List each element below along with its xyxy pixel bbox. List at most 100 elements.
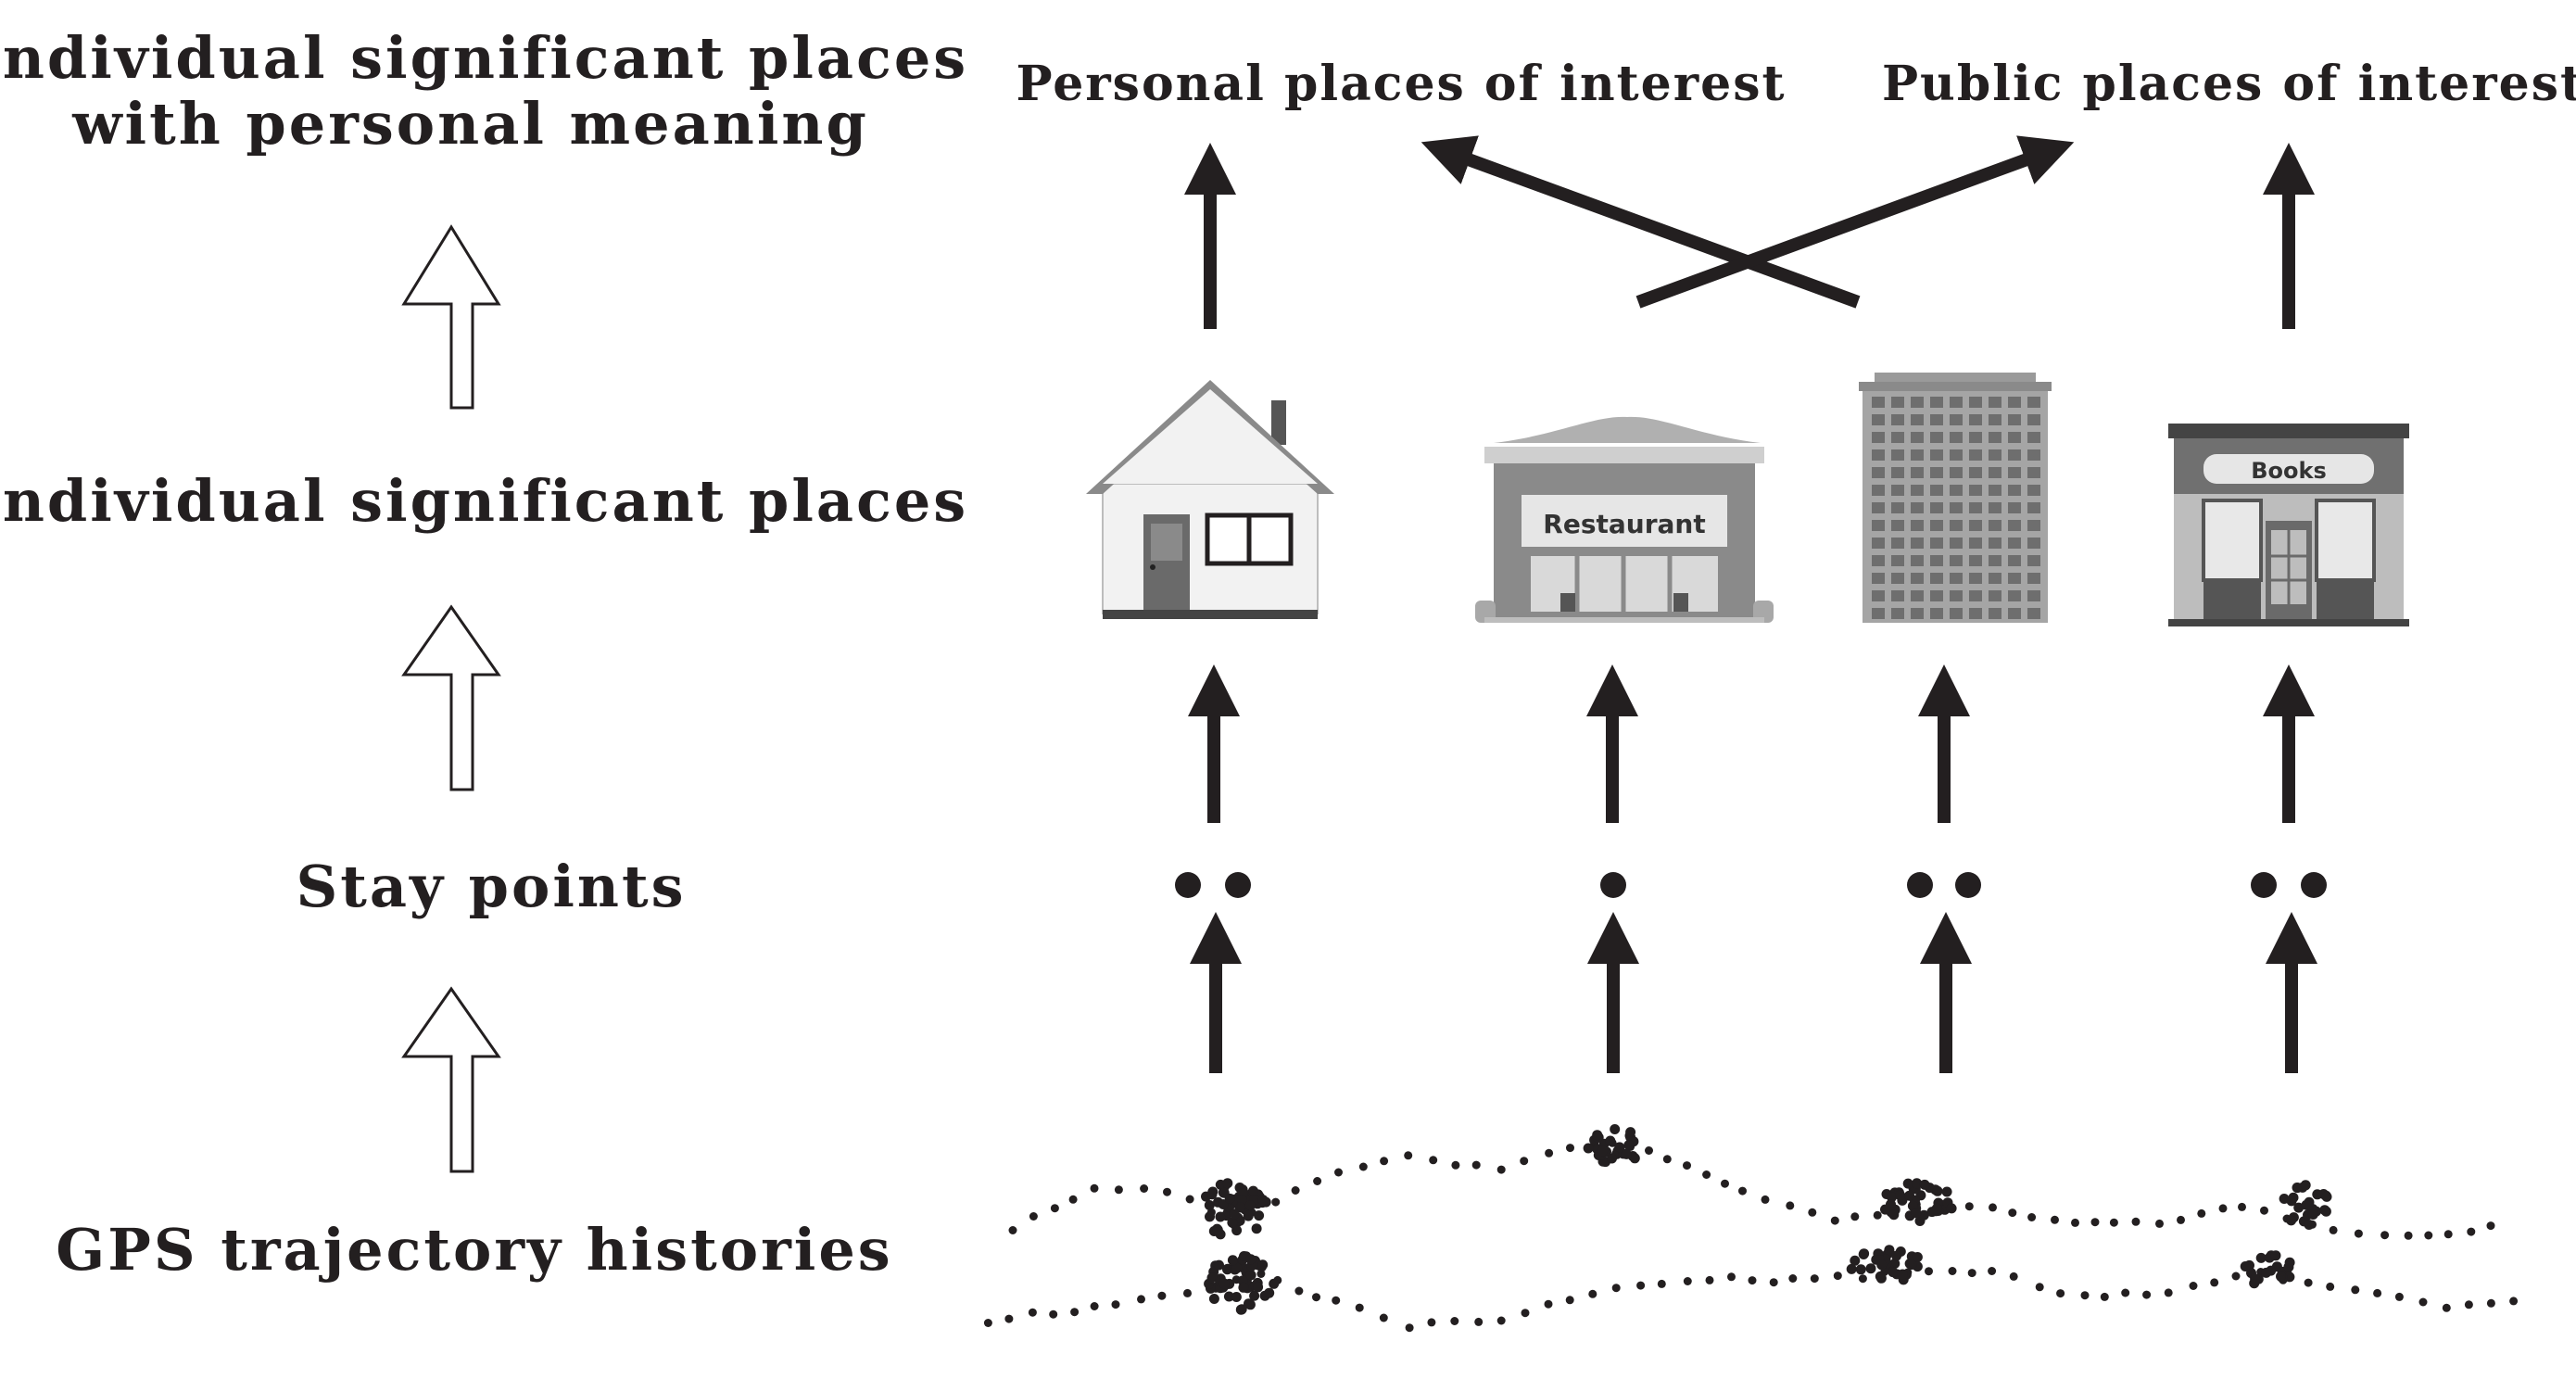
office-window [2027,538,2040,549]
gps-dot [1254,1210,1265,1221]
office-window [1989,414,2001,425]
office-window [1911,432,1924,443]
office-window [1911,555,1924,566]
gps-dot [1243,1210,1254,1221]
gps-dot [2486,1298,2495,1308]
gps-dot [1918,1209,1929,1221]
gps-dot [1946,1203,1957,1214]
gps-dot [1880,1204,1890,1215]
gps-dot [1592,1130,1603,1141]
office-window [1989,432,2001,443]
gps-dot [1636,1281,1646,1290]
gps-dot [1427,1318,1436,1327]
stay-point [2301,872,2327,898]
gps-dot [2300,1180,2311,1191]
stay-point [1955,872,1981,898]
gps-dot [1163,1187,1171,1196]
gps-dot [2238,1202,2246,1211]
office-window [1891,432,1904,443]
stay-point [2251,872,2277,898]
office-window [1872,608,1885,619]
gps-dot [2218,1204,2228,1213]
gps-to-stay-arrows [1190,912,2317,1073]
stay-point [1907,872,1933,898]
gps-dot [1291,1186,1300,1195]
gps-dot [1249,1290,1260,1301]
office-window [1969,608,1982,619]
office-window [2027,397,2040,408]
gps-dot [2442,1303,2451,1312]
gps-dot [1312,1293,1320,1302]
gps-dot [1222,1264,1232,1275]
office-window [2008,502,2021,513]
office-window [1891,502,1904,513]
gps-dot [1948,1267,1957,1275]
gps-dot [1332,1296,1341,1305]
gps-dot [1808,1208,1817,1217]
gps-dot [1008,1226,1017,1234]
gps-dot [2286,1215,2297,1226]
arrow-office-to-personal [1421,135,1861,309]
gps-dot [1623,1140,1635,1151]
gps-dot [2177,1215,2185,1224]
gps-dot [1004,1314,1014,1323]
office-window [2027,520,2040,531]
gps-dot [1245,1254,1256,1265]
office-window [1891,397,1904,408]
gps-dot [1891,1250,1902,1261]
gps-dot [1875,1271,1886,1282]
gps-dot [2307,1209,2318,1220]
gps-dot [1231,1262,1243,1273]
gps-dot [1223,1291,1234,1302]
gps-dot [1761,1195,1770,1204]
gps-dot [1850,1255,1861,1266]
gps-dot [1227,1255,1238,1266]
gps-dot [2080,1291,2090,1300]
gps-dot [1068,1195,1078,1204]
gps-dot [1906,1259,1917,1271]
office-window [2027,467,2040,478]
office-window [1950,590,1963,601]
gps-dot [1405,1323,1414,1333]
gps-dot [2326,1282,2335,1291]
gps-dot [1205,1211,1215,1222]
gps-dot [1451,1160,1460,1170]
gps-dot [1520,1157,1529,1166]
gps-dot [1269,1278,1280,1289]
office-window [1950,467,1963,478]
gps-dot [1989,1203,1997,1212]
gps-dot [1967,1269,1976,1278]
gps-dot [1721,1179,1729,1188]
gps-dot [2321,1191,2332,1202]
gps-dot [2354,1229,2363,1238]
gps-dot [1496,1316,1506,1325]
gps-dot [1621,1148,1632,1159]
office-window [1891,573,1904,584]
arrow-restaurant-to-public [1635,135,2075,309]
gps-dot [1738,1186,1747,1196]
office-window [1950,608,1963,619]
gps-dot [2270,1250,2281,1261]
gps-dot [1810,1274,1819,1284]
gps-dot [1227,1217,1238,1228]
gps-dot [1264,1287,1275,1298]
office-window [1989,573,2001,584]
restaurant-icon: Restaurant [1475,416,1774,623]
office-window [1969,538,1982,549]
office-window [1891,449,1904,461]
office-window [1872,520,1885,531]
gps-dot [2210,1278,2219,1287]
gps-dot [1334,1168,1343,1177]
hollow-up-arrow-icon [401,224,501,410]
office-window [1891,555,1904,566]
gps-dot [1090,1183,1099,1193]
gps-dot [1565,1296,1574,1305]
office-window [1872,449,1885,461]
gps-dot [2231,1271,2241,1281]
office-window [1872,467,1885,478]
office-window [1989,467,2001,478]
office-window [1930,608,1943,619]
office-window [1930,520,1943,531]
gps-dot [1897,1269,1908,1280]
office-window [1969,590,1982,601]
